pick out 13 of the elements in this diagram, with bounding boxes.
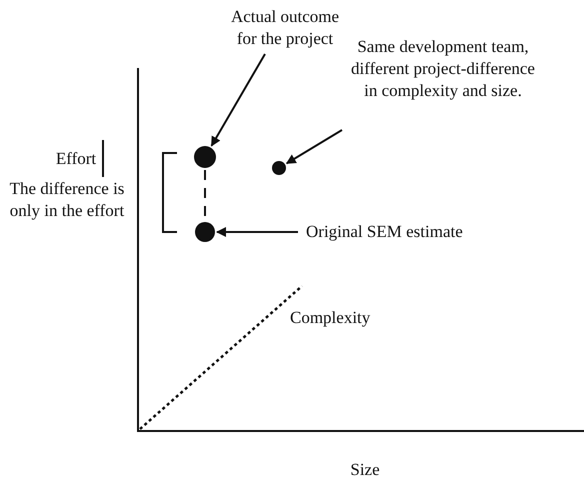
arrow <box>210 54 266 147</box>
bracket-label: The difference is only in the effort <box>8 178 126 222</box>
arrow <box>216 227 298 237</box>
data-point <box>195 222 215 242</box>
arrow <box>286 129 343 164</box>
data-point <box>194 146 216 168</box>
callout-text: Actual outcome for the project <box>225 6 345 50</box>
line-label: Complexity <box>290 307 372 329</box>
callout-text: Original SEM estimate <box>306 221 512 243</box>
callout-text: Same development team, different project-difference in complexity and size. <box>348 36 538 128</box>
axis-title: Effort <box>54 148 98 170</box>
axis-title: Size <box>349 459 381 480</box>
data-point <box>272 161 286 175</box>
